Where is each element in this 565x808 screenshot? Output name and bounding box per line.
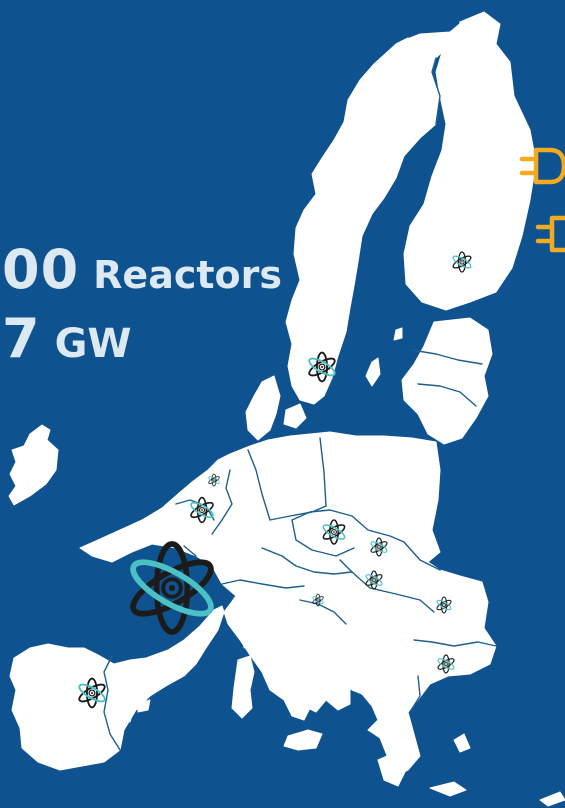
land-denmark <box>245 375 281 441</box>
reactor-count-value: 00 <box>2 238 80 301</box>
capacity-unit-label: GW <box>54 321 132 367</box>
land-baltics <box>401 317 493 445</box>
land-ireland <box>8 424 59 506</box>
land-sardinia <box>231 655 255 719</box>
border-sweden-finland <box>431 57 441 125</box>
land-finland <box>403 11 537 311</box>
land-norway-coast <box>399 21 463 59</box>
capacity-value: 7 <box>2 307 41 370</box>
plug-icon <box>538 218 565 250</box>
land-sweden <box>285 37 441 405</box>
reactor-count-label: Reactors <box>93 253 282 297</box>
land-italy <box>233 591 351 713</box>
